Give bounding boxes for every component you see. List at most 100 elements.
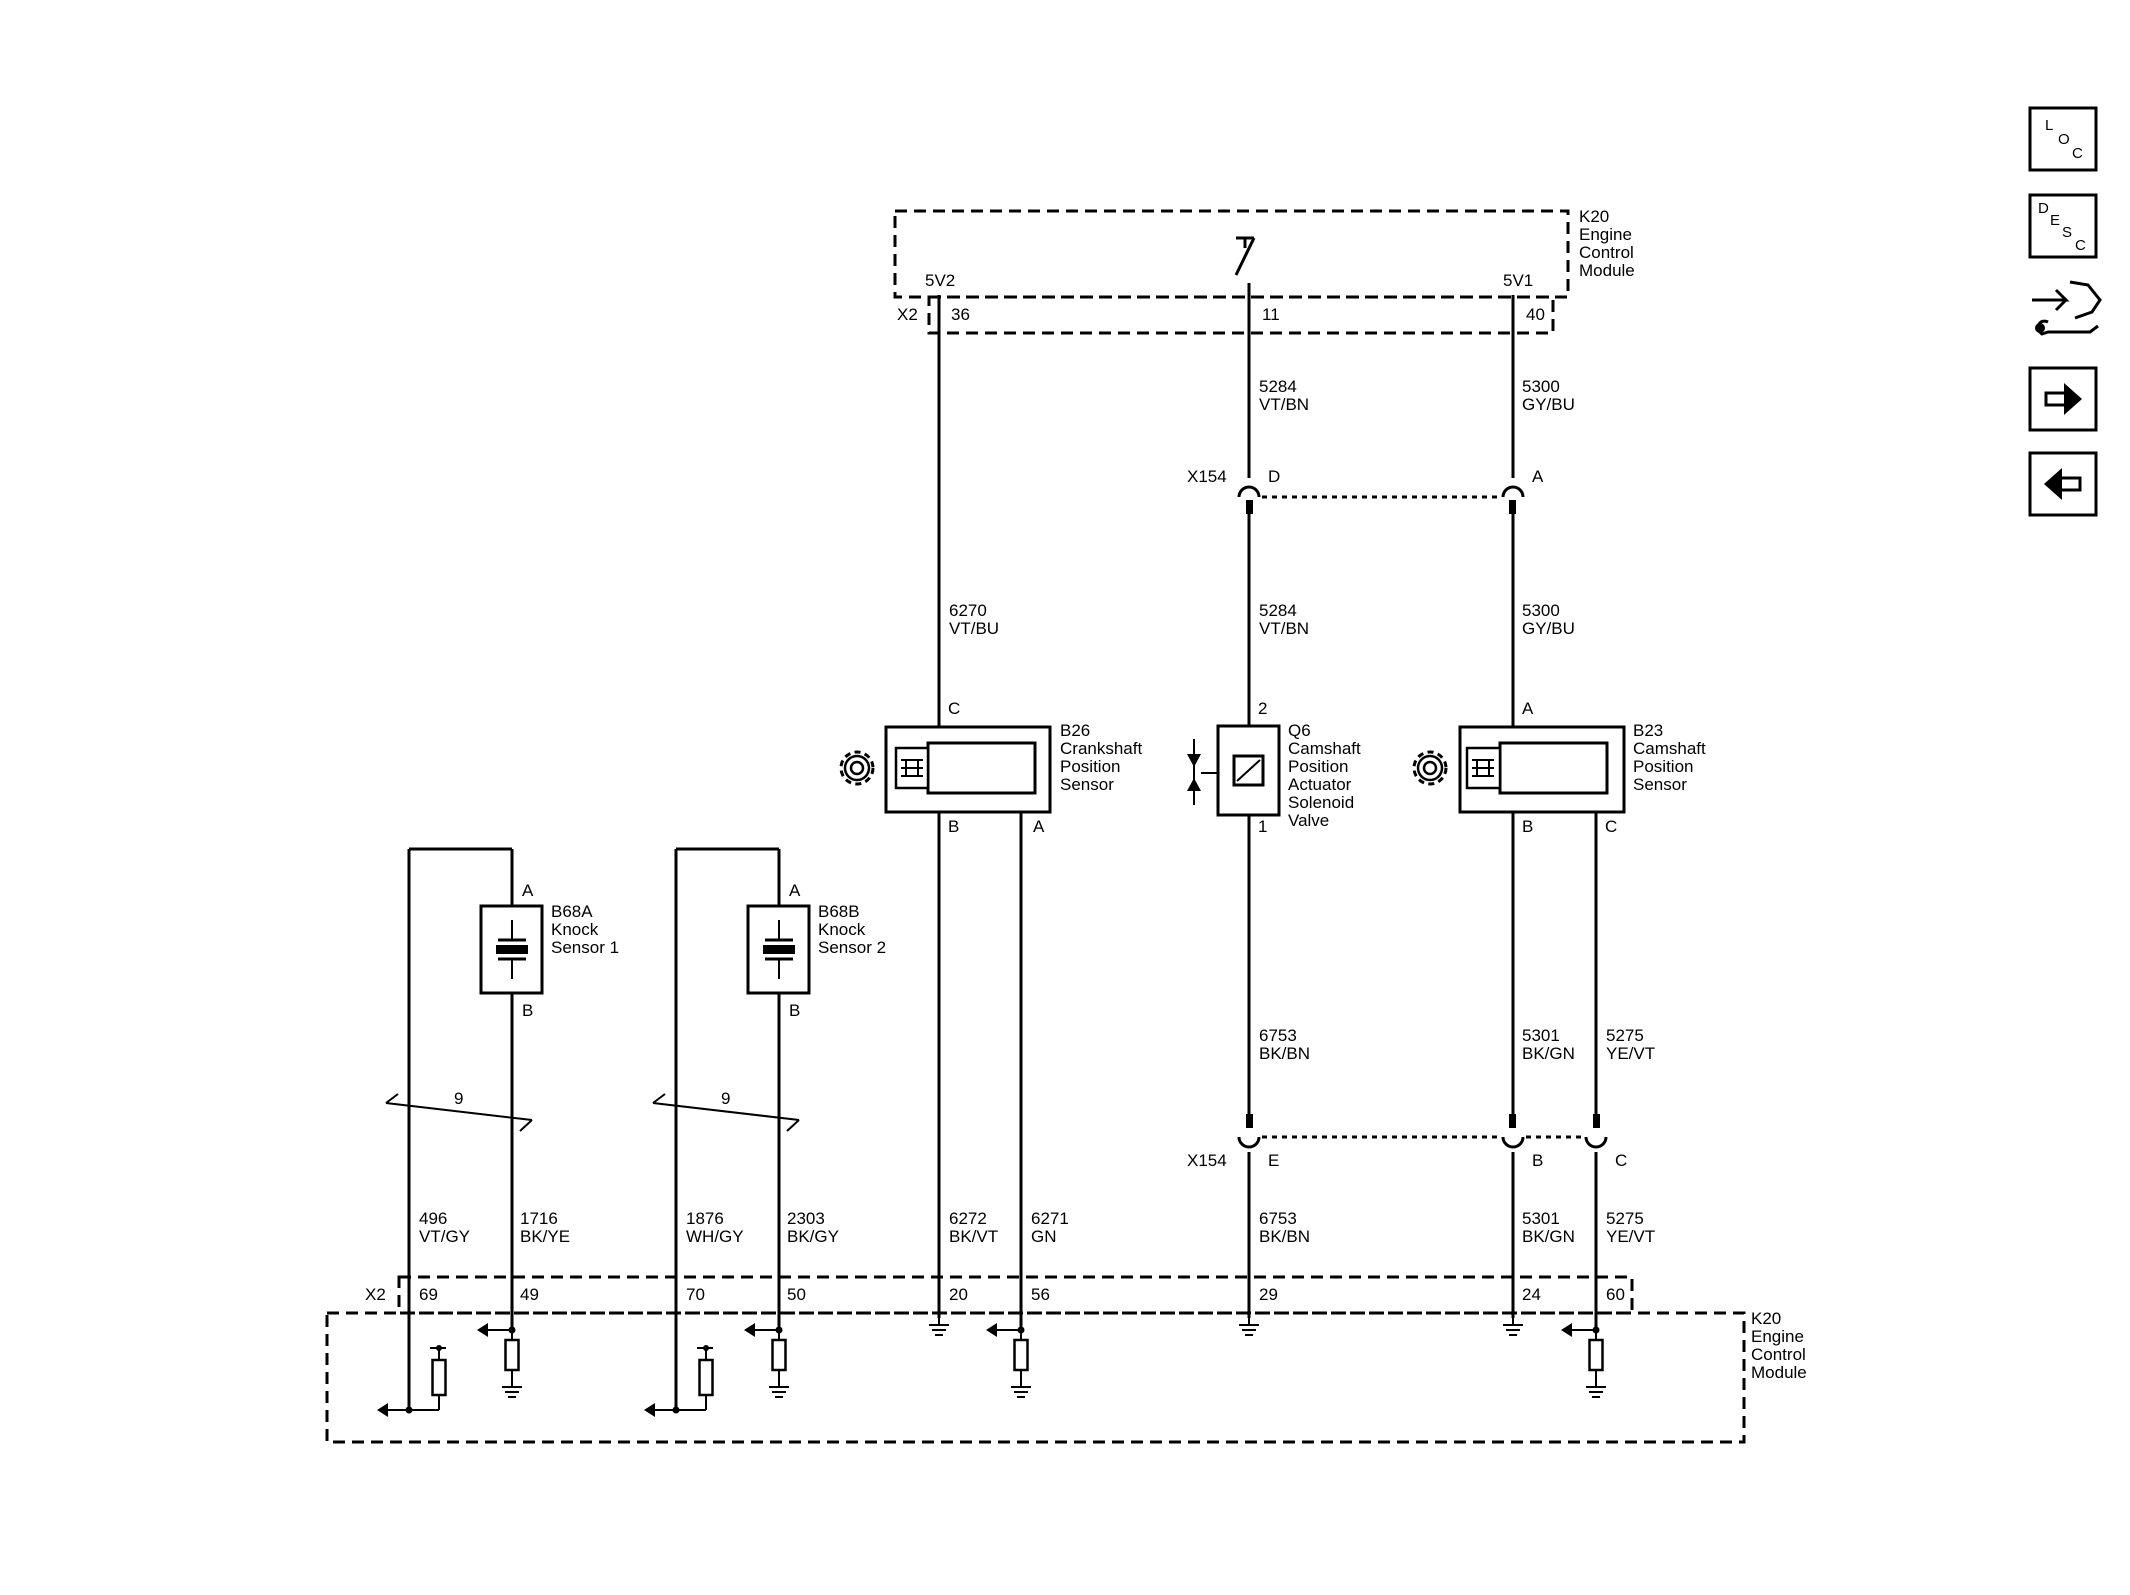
b68a-label-2: Sensor 1 [551,938,619,957]
desc-letter-d: D [2038,200,2049,217]
wire-5300-mid-color: GY/BU [1522,619,1575,638]
wire-5275-bottom-circuit: 5275 [1606,1209,1644,1228]
q6-label-4: Solenoid [1288,793,1354,812]
wire-5284-top-circuit: 5284 [1259,377,1297,396]
b68b-label-2: Sensor 2 [818,938,886,957]
ecm-input-pin-50 [744,1323,789,1397]
wire-5301-mid-color: BK/GN [1522,1044,1575,1063]
forward-button[interactable] [2028,366,2098,432]
b23-pin-a: A [1522,699,1534,718]
wire-6272-color: BK/VT [949,1227,998,1246]
ecm-switch-symbol [1234,236,1256,295]
wire-1716-color: BK/YE [520,1227,570,1246]
x154-top-connector [1237,485,1525,514]
q6-label-1: Camshaft [1288,739,1361,758]
wire-6270-color: VT/BU [949,619,999,638]
b26-gear-icon [839,750,875,786]
b23-pin-c: C [1605,817,1617,836]
ecm-reference-pin-69 [377,1345,447,1417]
desc-letter-e: E [2050,212,2060,229]
wire-1876-color: WH/GY [686,1227,744,1246]
ecm-bottom-pin-20: 20 [949,1285,968,1304]
ecm-bottom-pin-60: 60 [1606,1285,1625,1304]
b26-crankshaft-sensor [839,725,1052,814]
b68a-label-1: Knock [551,920,599,939]
ecm-bottom-label-1: Engine [1751,1327,1804,1346]
desc-letter-s: S [2062,224,2072,241]
x154-bottom-pin-c: C [1615,1151,1627,1170]
loc-letter-o: O [2058,131,2070,148]
wire-6272 [928,812,950,1336]
ecm-bottom-box [325,1275,1746,1444]
wire-6271-color: GN [1031,1227,1057,1246]
loc-button[interactable]: L O C [2028,106,2098,172]
b68b-knock-sensor [674,847,811,1410]
wire-1876-circuit: 1876 [686,1209,724,1228]
ecm-bottom-pin-56: 56 [1031,1285,1050,1304]
b23-label-2: Position [1633,757,1693,776]
b26-label-3: Sensor [1060,775,1114,794]
x154-bottom-name: X154 [1187,1151,1227,1170]
ecm-bottom-pin-49: 49 [520,1285,539,1304]
wire-6272-circuit: 6272 [949,1209,987,1228]
q6-pin-2: 2 [1258,699,1267,718]
wire-6753-bottom-color: BK/BN [1259,1227,1310,1246]
b68a-twist-count: 9 [454,1089,463,1108]
b23-camshaft-sensor [1412,725,1626,814]
ecm-bottom-pin-69: 69 [419,1285,438,1304]
loc-letter-l: L [2045,117,2053,134]
wire-5301-mid-circuit: 5301 [1522,1026,1560,1045]
x154-top-pin-d: D [1268,467,1280,486]
wiring-connector-icon[interactable] [2032,280,2102,336]
loc-letter-c: C [2072,145,2083,162]
b23-gear-icon [1412,750,1448,786]
q6-label-5: Valve [1288,811,1329,830]
b68a-twisted-pair [385,1093,533,1132]
wire-5300-top-circuit: 5300 [1522,377,1560,396]
b23-id: B23 [1633,721,1663,740]
wire-2303-color: BK/GY [787,1227,839,1246]
x154-top-pin-a: A [1532,467,1544,486]
ecm-top-label-2: Control [1579,243,1634,262]
ecm-bottom-label-2: Control [1751,1345,1806,1364]
ecm-top-label-3: Module [1579,261,1635,280]
b68a-id: B68A [551,902,593,921]
ecm-bottom-connector: X2 [365,1285,386,1304]
b68a-pin-b: B [522,1001,533,1020]
x154-bottom-connector [1237,1114,1608,1149]
ecm-input-pin-49 [477,1323,522,1397]
ecm-reference-pin-70 [644,1345,714,1417]
ecm-bottom-pin-50: 50 [787,1285,806,1304]
ecm-bottom-label-3: Module [1751,1363,1807,1382]
ecm-input-pin-56 [986,1323,1031,1397]
wire-6753-mid-color: BK/BN [1259,1044,1310,1063]
wire-5275-bottom-color: YE/VT [1606,1227,1655,1246]
arrow-right-icon [2044,383,2082,415]
b68a-knock-sensor [407,847,544,1410]
x154-bottom-pin-e: E [1268,1151,1279,1170]
wire-5284 [1238,295,1260,1336]
ecm-top-box [893,209,1570,335]
b68b-label-1: Knock [818,920,866,939]
back-button[interactable] [2028,451,2098,517]
desc-button[interactable]: D E S C [2028,193,2098,259]
ecm-top-name: K20 [1579,207,1609,226]
wire-5301-bottom-circuit: 5301 [1522,1209,1560,1228]
b26-pin-c: C [948,699,960,718]
desc-letter-c: C [2075,237,2086,254]
wire-5300 [1502,295,1524,1336]
b23-label-1: Camshaft [1633,739,1706,758]
wire-2303-circuit: 2303 [787,1209,825,1228]
wire-6270-circuit: 6270 [949,601,987,620]
b23-label-3: Sensor [1633,775,1687,794]
ecm-input-pin-60 [1561,1323,1606,1397]
b68b-pin-b: B [789,1001,800,1020]
ecm-top-pin-36: 36 [951,305,970,324]
b68b-twisted-pair [652,1093,800,1132]
wire-5300-mid-circuit: 5300 [1522,601,1560,620]
ecm-top-label-1: Engine [1579,225,1632,244]
b68a-pin-a: A [522,881,534,900]
ecm-bottom-name: K20 [1751,1309,1781,1328]
wire-5284-top-color: VT/BN [1259,395,1309,414]
wire-5284-mid-circuit: 5284 [1259,601,1297,620]
